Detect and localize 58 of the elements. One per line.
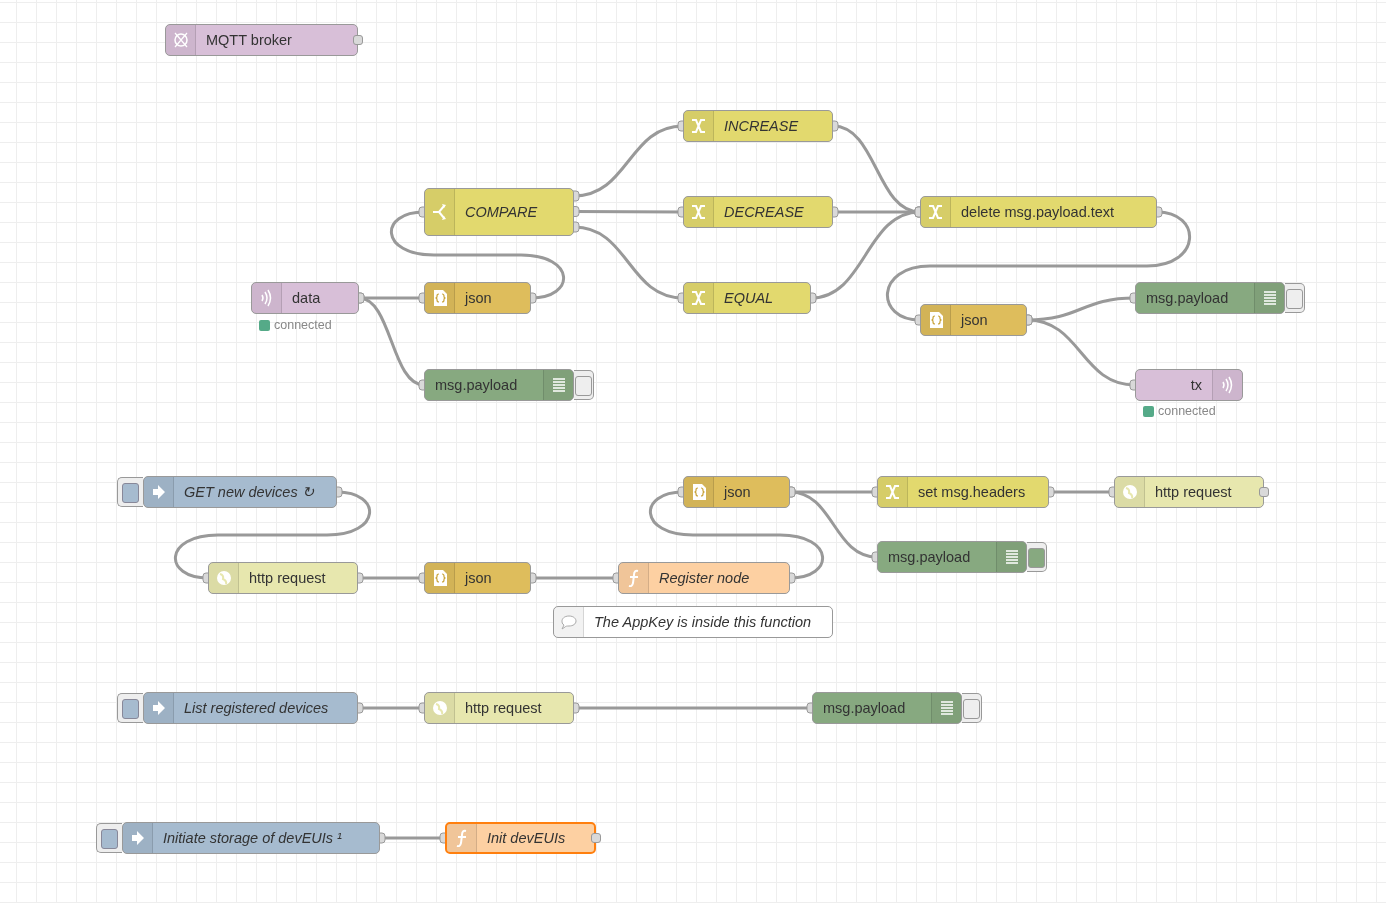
inject-node bbox=[143, 692, 358, 724]
change-node bbox=[877, 476, 1049, 508]
node-label: msg.payload bbox=[887, 549, 972, 565]
node-label: MQTT broker bbox=[205, 32, 293, 48]
websocket-node bbox=[1135, 369, 1243, 401]
node-label: http request bbox=[1154, 484, 1233, 500]
node-label: Init devEUIs bbox=[486, 830, 567, 846]
node-label: json bbox=[463, 290, 493, 306]
http-request-node bbox=[208, 562, 358, 594]
wire bbox=[390, 206, 565, 304]
http-request-node bbox=[1114, 476, 1264, 508]
node-label: COMPARE bbox=[464, 204, 539, 220]
change-node bbox=[683, 110, 833, 142]
json-node bbox=[424, 562, 531, 594]
change-node bbox=[683, 282, 811, 314]
node-label: data bbox=[291, 290, 322, 306]
inject-node bbox=[122, 822, 380, 854]
json-node bbox=[424, 282, 531, 314]
debug-node bbox=[424, 369, 574, 401]
node-label: json bbox=[722, 484, 752, 500]
node-label: tx bbox=[1189, 377, 1203, 393]
function-node bbox=[445, 822, 596, 854]
inject-node bbox=[143, 476, 337, 508]
node-label: Initiate storage of devEUIs ¹ bbox=[162, 830, 343, 846]
node-label: delete msg.payload.text bbox=[960, 204, 1116, 220]
wire bbox=[174, 486, 371, 584]
change-node bbox=[920, 196, 1157, 228]
node-label: http request bbox=[464, 700, 543, 716]
switch-node bbox=[424, 188, 574, 236]
broker-node bbox=[165, 24, 358, 56]
node-label: The AppKey is inside this function bbox=[593, 614, 813, 630]
node-label: set msg.headers bbox=[917, 484, 1027, 500]
node-label: List registered devices bbox=[183, 700, 330, 716]
status-text: connected bbox=[274, 318, 332, 332]
node-label: INCREASE bbox=[723, 118, 800, 134]
node-label: EQUAL bbox=[723, 290, 775, 306]
comment-node bbox=[553, 606, 833, 638]
wire bbox=[886, 206, 1191, 326]
status-text: connected bbox=[1158, 404, 1216, 418]
node-label: http request bbox=[248, 570, 327, 586]
node-label: msg.payload bbox=[434, 377, 519, 393]
change-node bbox=[683, 196, 833, 228]
node-label: msg.payload bbox=[1145, 290, 1230, 306]
json-node bbox=[683, 476, 790, 508]
json-node bbox=[920, 304, 1027, 336]
websocket-node bbox=[251, 282, 359, 314]
debug-node bbox=[877, 541, 1027, 573]
node-label: GET new devices ↻ bbox=[183, 484, 315, 500]
debug-node bbox=[812, 692, 962, 724]
node-label: json bbox=[959, 312, 989, 328]
http-request-node bbox=[424, 692, 574, 724]
function-node bbox=[618, 562, 790, 594]
debug-node bbox=[1135, 282, 1285, 314]
wire bbox=[649, 486, 824, 584]
node-label: DECREASE bbox=[723, 204, 805, 220]
node-label: msg.payload bbox=[822, 700, 907, 716]
node-label: Register node bbox=[658, 570, 751, 586]
node-label: json bbox=[463, 570, 493, 586]
